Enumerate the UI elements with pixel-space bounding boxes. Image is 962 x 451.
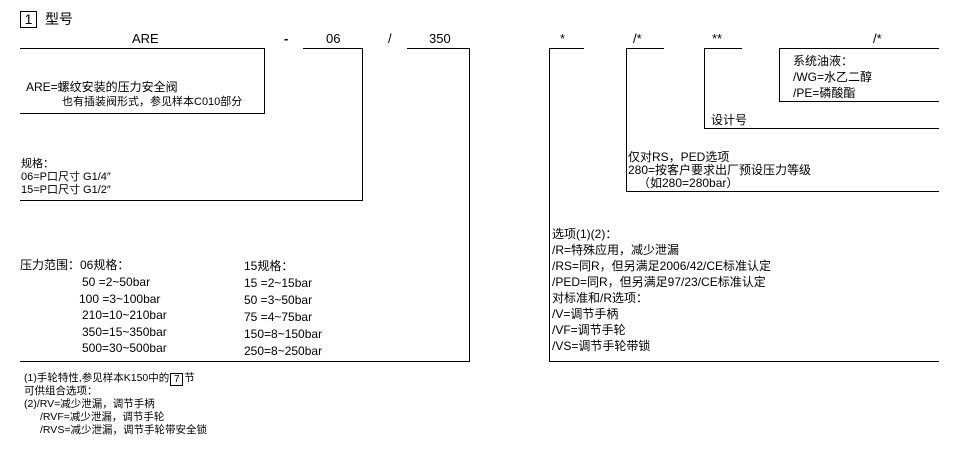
section-number-box: 1: [20, 11, 37, 28]
options-line: /V=调节手柄: [552, 307, 619, 321]
pressure-06-row: 500=30~500bar: [82, 341, 167, 355]
options-line: 选项(1)(2)：: [552, 227, 618, 241]
code-are: ARE: [132, 31, 159, 46]
code-double-star: **: [712, 31, 723, 46]
pressure-06-row: 50 =2~50bar: [82, 275, 151, 289]
footnote-1-suffix: 节: [184, 372, 195, 384]
options-line: /R=特殊应用，减少泄漏: [552, 243, 680, 257]
fluid-heading: 系统油液：: [793, 54, 854, 68]
pressure-15-row: 250=8~250bar: [244, 344, 323, 358]
line-options-vertical: [549, 48, 550, 362]
pressure-15-row: 75 =4~75bar: [244, 310, 313, 324]
footnote-line: 可供组合选项：: [24, 385, 98, 397]
line-are-bottom: [20, 113, 265, 114]
size-spec-heading: 规格：: [21, 158, 54, 170]
options-line: /RS=同R，但另满足2006/42/CE标准认定: [552, 259, 772, 273]
pressure-06-row: 100 =3~100bar: [79, 292, 161, 306]
pressure-range-label: 压力范围：06规格：: [20, 258, 130, 272]
footnote-line: /RVS=减少泄漏，调节手轮带安全锁: [40, 424, 207, 436]
options-line: /PED=同R，但另满足97/23/CE标准认定: [552, 275, 766, 289]
line-design-vertical: [704, 48, 705, 129]
valve-desc-line2: 也有插装阀形式，参见样本C010部分: [62, 96, 243, 108]
underline-are: [20, 48, 265, 49]
section-title: 型号: [45, 11, 73, 27]
line-are-vertical: [264, 48, 265, 114]
underline-slash-star-1: [626, 48, 664, 49]
valve-desc-line1: ARE=螺纹安装的压力安全阀: [26, 80, 178, 94]
options-line: /VS=调节手轮带锁: [552, 339, 651, 353]
rs-ped-line2: 280=按客户要求出厂预设压力等级: [628, 163, 812, 177]
pressure-15-heading: 15规格：: [244, 259, 294, 273]
underline-star: [549, 48, 584, 49]
line-fluid-vertical: [779, 48, 780, 102]
code-pressure: 350: [429, 31, 451, 46]
pressure-06-row: 210=10~210bar: [82, 308, 167, 322]
code-slash: /: [388, 31, 392, 46]
fluid-pe: /PE=磷酸酯: [793, 86, 856, 100]
underline-pressure: [407, 48, 470, 49]
underline-size: [303, 48, 363, 49]
fluid-wg: /WG=水乙二醇: [793, 70, 873, 84]
line-size-bottom: [20, 200, 363, 201]
code-star: *: [560, 31, 566, 46]
code-slash-star-2: /*: [873, 31, 882, 46]
pressure-15-row: 50 =3~50bar: [244, 293, 313, 307]
line-pressure-bottom: [20, 361, 470, 362]
code-slash-star-1: /*: [633, 31, 642, 46]
footnote-1-ref-box: 7: [170, 373, 184, 386]
underline-slash-star-2: [779, 48, 939, 49]
rs-ped-line3: （如280=280bar）: [638, 176, 739, 190]
line-options-bottom: [549, 361, 939, 362]
pressure-06-row: 350=15~350bar: [82, 325, 167, 339]
line-size-vertical: [362, 48, 363, 201]
footnote-1-prefix: (1)手轮特性,参见样本K150中的: [24, 372, 170, 384]
size-spec-line2: 15=P口尺寸 G1/2″: [21, 184, 111, 196]
options-line: 对标准和/R选项：: [552, 291, 649, 305]
underline-double-star: [704, 48, 742, 49]
design-number-label: 设计号: [711, 113, 748, 127]
line-rs-bottom: [626, 191, 939, 192]
line-design-bottom: [704, 128, 939, 129]
options-line: /VF=调节手轮: [552, 323, 626, 337]
rs-ped-line1: 仅对RS，PED选项: [628, 150, 730, 164]
pressure-15-row: 150=8~150bar: [244, 327, 323, 341]
pressure-15-row: 15 =2~15bar: [244, 276, 313, 290]
footnote-line: /RVF=减少泄漏，调节手轮: [40, 411, 165, 423]
footnote-line: (2)/RV=减少泄漏，调节手柄: [24, 398, 155, 410]
code-size: 06: [326, 31, 341, 46]
code-dash: -: [284, 31, 289, 46]
line-fluid-bottom: [779, 101, 939, 102]
size-spec-line1: 06=P口尺寸 G1/4″: [21, 171, 111, 183]
line-rs-vertical: [626, 48, 627, 192]
line-pressure-vertical: [469, 48, 470, 362]
